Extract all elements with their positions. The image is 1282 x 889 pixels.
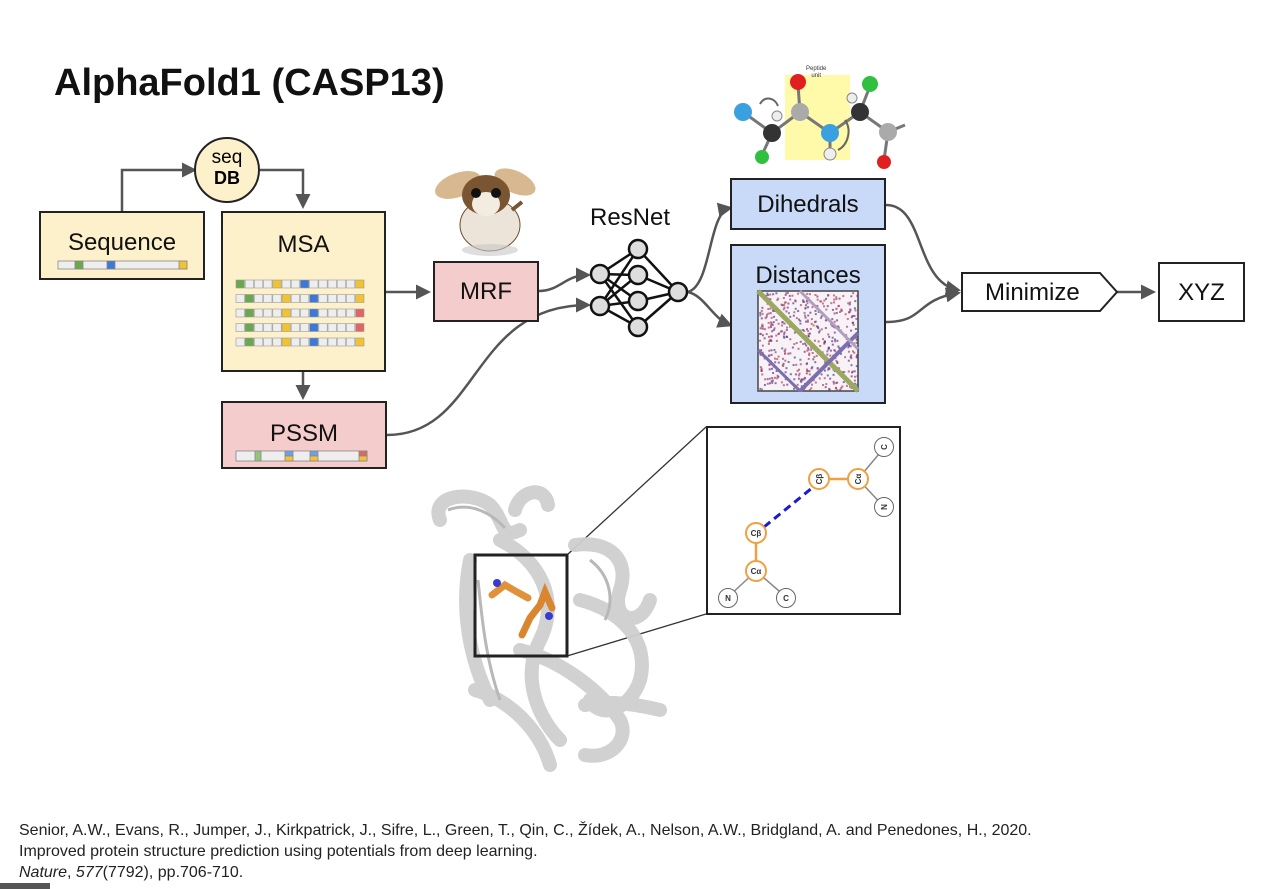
citation-line-2: Improved protein structure prediction us… [19, 843, 538, 860]
distances-label: Distances [755, 262, 861, 289]
seq-db-label-bottom: DB [214, 168, 240, 188]
pssm-label: PSSM [269, 420, 338, 447]
citation-journal: Nature [19, 864, 68, 881]
residue-sticks-icon [488, 579, 556, 639]
arrow-resnet-to-distances [687, 290, 733, 328]
mrf-label: MRF [460, 278, 512, 305]
arrow-resnet-to-dihedrals [687, 202, 733, 294]
citation-line-3: Nature, 577(7792), pp.706-710. [19, 864, 244, 881]
minimize-label: Minimize [985, 279, 1080, 306]
sequence-label: Sequence [67, 229, 177, 256]
protein-inset-frame [473, 553, 569, 658]
atom-ca2: Cα [847, 468, 869, 490]
pssm-node: PSSM [221, 401, 387, 469]
citation-line-1: Senior, A.W., Evans, R., Jumper, J., Kir… [19, 822, 1032, 839]
dihedrals-node: Dihedrals [730, 178, 886, 230]
mrf-node: MRF [433, 261, 539, 322]
xyz-label: XYZ [1178, 279, 1225, 306]
gremlin-mascot-icon [435, 168, 536, 256]
peptide-unit-icon [734, 74, 906, 169]
xyz-node: XYZ [1158, 262, 1245, 322]
citation-volume: 577 [75, 864, 103, 881]
resnet-network-icon [589, 238, 689, 338]
msa-node: MSA [221, 211, 386, 372]
citation: Senior, A.W., Evans, R., Jumper, J., Kir… [19, 820, 1032, 883]
arrow-pssm-to-resnet [386, 297, 591, 437]
peptide-unit-label: Peptide unit [806, 66, 827, 79]
dihedrals-label: Dihedrals [757, 191, 859, 218]
arrow-db-to-msa [260, 168, 311, 209]
slide-indicator [0, 883, 50, 889]
atom-ca1: Cα [745, 560, 767, 582]
slide-title: AlphaFold1 (CASP13) [54, 62, 445, 104]
atom-c2: C [874, 437, 894, 457]
atom-n1: N [718, 588, 738, 608]
arrow-distances-to-minimize [885, 287, 961, 324]
distances-node: Distances [730, 244, 886, 404]
atom-n2: N [874, 497, 894, 517]
protein-cartoon-icon [431, 485, 667, 772]
atom-cb2: Cβ [808, 468, 830, 490]
atom-c1: C [776, 588, 796, 608]
sequence-node: Sequence [39, 211, 205, 280]
atom-cb1: Cβ [745, 522, 767, 544]
msa-label: MSA [277, 231, 330, 258]
seq-db-node: seq DB [194, 137, 260, 203]
arrow-mrf-to-resnet [538, 267, 591, 293]
atom-zoom-panel [706, 426, 901, 615]
arrow-dihedrals-to-minimize [885, 203, 961, 296]
seq-db-label-top: seq [211, 147, 243, 168]
resnet-label: ResNet [590, 204, 671, 231]
arrow-sequence-to-db [120, 162, 197, 212]
